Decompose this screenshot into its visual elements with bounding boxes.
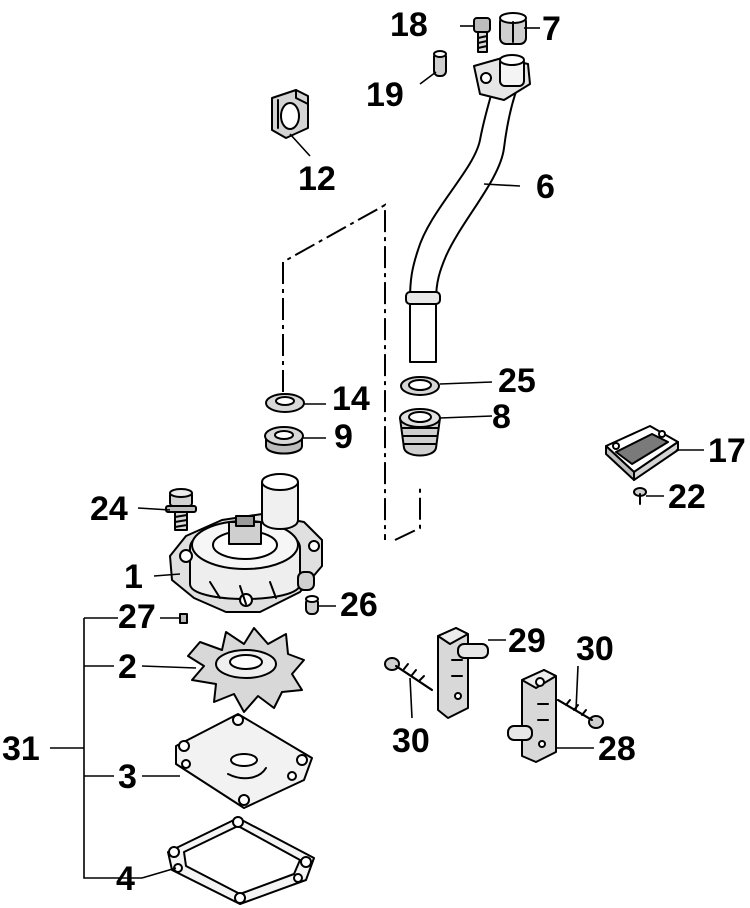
part-6-water-tube [405,54,531,363]
callout-31: 31 [2,730,40,768]
callout-19: 19 [366,76,404,114]
part-24-bolt [165,488,197,531]
leader-lines [50,25,704,879]
part-12-grommet [271,89,309,139]
callout-6: 6 [536,168,555,206]
callout-12: 12 [298,160,336,198]
callout-9: 9 [334,418,353,456]
callout-30-right: 30 [576,630,614,668]
callout-30-left: 30 [392,722,430,760]
part-9-bushing [264,426,304,455]
part-19-pin [433,50,447,77]
part-27-key [179,613,188,624]
callout-14: 14 [332,380,370,418]
part-26-dowel [305,595,319,615]
callout-17: 17 [708,432,746,470]
part-3-plate [175,713,313,809]
part-17-plate [605,425,679,481]
part-29-bracket [437,627,489,719]
part-14-washer [265,393,305,413]
part-28-bracket [507,669,557,763]
callout-8: 8 [492,398,511,436]
callout-28: 28 [598,730,636,768]
callout-4: 4 [116,860,135,898]
callout-24: 24 [90,490,128,528]
callout-29: 29 [508,622,546,660]
part-25-ring [400,376,440,396]
part-22-screw [633,487,647,505]
callout-3: 3 [118,758,137,796]
callout-25: 25 [498,362,536,400]
part-8-grommet [399,408,441,457]
part-1-pump-housing [169,473,323,613]
part-18-bolt [473,17,491,53]
assembly-line-left [282,203,386,540]
callout-22: 22 [668,478,706,516]
part-7-cap [499,12,527,45]
callout-2: 2 [118,648,137,686]
part-30-bolt-left [384,657,433,691]
part-4-gasket [167,816,315,905]
assembly-line-right [394,487,421,541]
callout-1: 1 [124,558,143,596]
part-2-impeller [187,627,305,713]
callout-18: 18 [390,6,428,44]
callout-27: 27 [118,598,156,636]
callout-26: 26 [340,586,378,624]
callout-7: 7 [542,10,561,48]
part-30-bolt-right [557,699,604,729]
